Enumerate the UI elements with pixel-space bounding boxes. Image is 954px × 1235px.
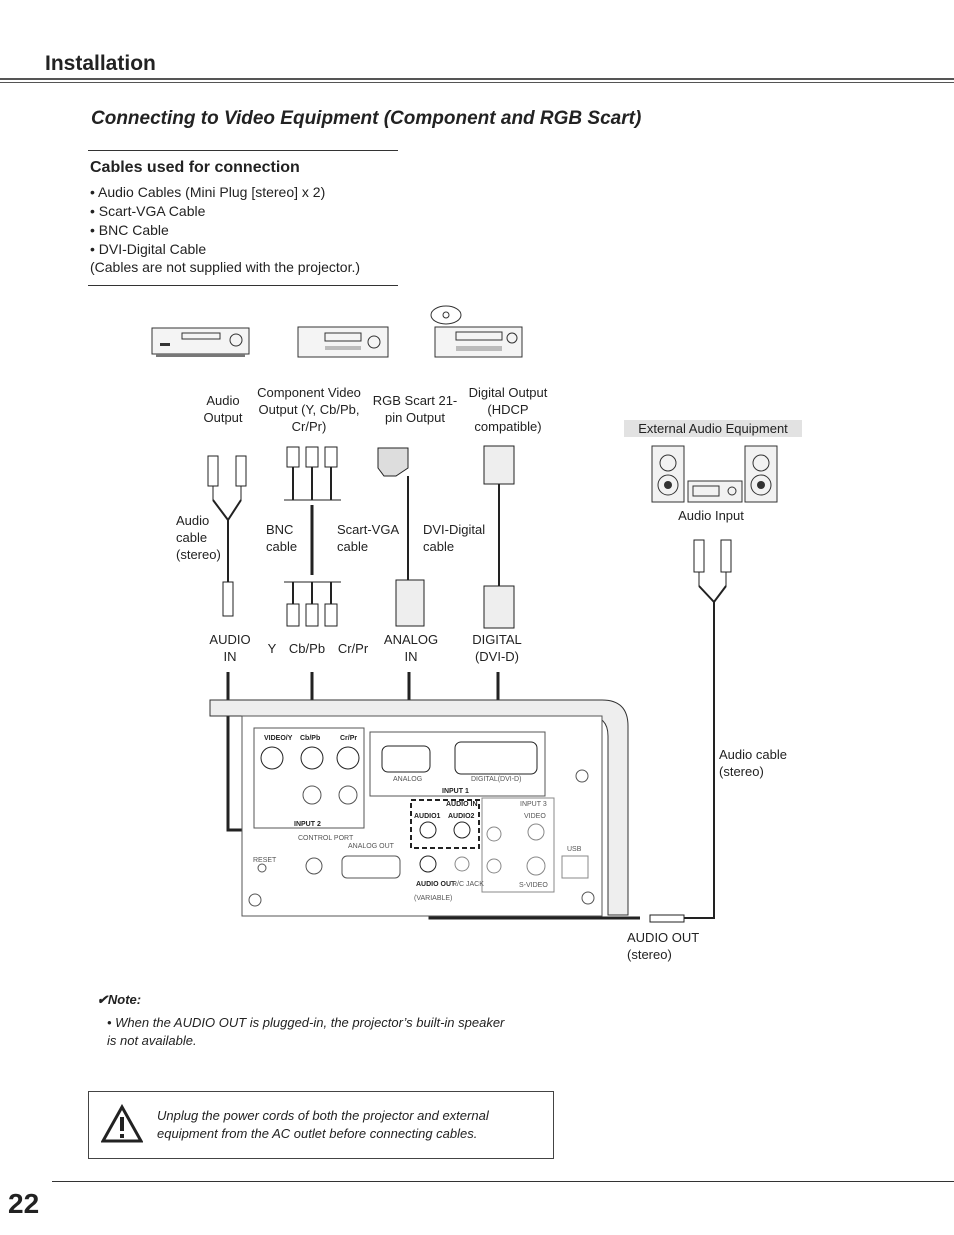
panel-label: Cr/Pr (340, 735, 357, 742)
panel-label: ANALOG OUT (348, 843, 395, 850)
audio-cable-right (649, 539, 732, 923)
cable-item: • DVI-Digital Cable (90, 241, 207, 257)
panel-label: AUDIO2 (448, 813, 475, 820)
page-number: 22 (8, 1188, 40, 1219)
component-video-equipment-icon (297, 326, 389, 358)
header-rule (0, 78, 954, 80)
cable-item: • Audio Cables (Mini Plug [stereo] x 2) (90, 184, 326, 200)
note-title: ✔Note: (97, 992, 142, 1007)
cables-title: Cables used for connection (90, 159, 300, 176)
header-rule-thin (0, 82, 954, 83)
panel-label: VIDEO/Y (264, 735, 293, 742)
panel-label: Cb/Pb (300, 735, 320, 742)
panel-label: INPUT 1 (442, 788, 469, 795)
digital-output-label: Digital Output (HDCP compatible) (468, 385, 548, 434)
cable-item: • Scart-VGA Cable (90, 203, 206, 219)
panel-label: INPUT 2 (294, 821, 321, 828)
speaker-right-icon (744, 445, 778, 503)
audio-in-label: AUDIO IN (209, 632, 251, 664)
cable-item: • BNC Cable (90, 222, 169, 238)
cables-box: Cables used for connection • Audio Cable… (88, 150, 398, 286)
panel-label: CONTROL PORT (298, 835, 354, 842)
projector-panel (209, 699, 629, 917)
panel-label: USB (567, 846, 582, 853)
audio-equipment-icon (151, 327, 250, 357)
cables-note: (Cables are not supplied with the projec… (90, 259, 361, 275)
dvd-player-icon (430, 305, 523, 358)
panel-label: S-VIDEO (519, 882, 548, 889)
panel-label: DIGITAL(DVI-D) (471, 776, 521, 783)
panel-label: ANALOG (393, 776, 422, 783)
component-video-output-label: Component Video Output (Y, Cb/Pb, Cr/Pr) (257, 385, 361, 434)
panel-label: R/C JACK (452, 881, 484, 888)
panel-label: RESET (253, 857, 277, 864)
panel-label: AUDIO IN (446, 801, 478, 808)
note-text: • When the AUDIO OUT is plugged-in, the … (107, 1015, 505, 1048)
audio-input-label: Audio Input (678, 508, 744, 523)
panel-label: INPUT 3 (520, 801, 547, 808)
warning-icon (101, 1104, 143, 1143)
panel-label: VIDEO (524, 813, 546, 820)
section-title: Installation (45, 52, 156, 75)
scart-vga-cable-label: Scart-VGA cable (337, 522, 399, 554)
digital-dvi-d-label: DIGITAL (DVI-D) (472, 632, 522, 664)
speaker-left-icon (651, 445, 685, 503)
audio-cable-left (207, 455, 247, 617)
warning-box: Unplug the power cords of both the proje… (88, 1091, 554, 1159)
dvi-digital-cable (483, 445, 515, 629)
external-audio-equipment-label: External Audio Equipment (624, 420, 802, 437)
page-heading: Connecting to Video Equipment (Component… (91, 108, 642, 129)
bnc-cable (284, 446, 341, 627)
audio-out-label: AUDIO OUT (stereo) (627, 930, 699, 962)
audio-cable-label: Audio cable (stereo) (176, 513, 221, 562)
analog-in-label: ANALOG IN (383, 632, 439, 664)
y-label: Y (267, 641, 277, 656)
warning-text: Unplug the power cords of both the proje… (157, 1108, 489, 1141)
panel-label: (VARIABLE) (414, 895, 452, 902)
scart-vga-cable (377, 447, 425, 627)
audio-output-label: Audio Output (203, 393, 243, 425)
panel-label: AUDIO OUT (416, 881, 456, 888)
audio-cable-right-label: Audio cable (stereo) (719, 747, 787, 779)
cables-list: • Audio Cables (Mini Plug [stereo] x 2) … (90, 183, 325, 259)
dvi-digital-cable-label: DVI-Digital cable (423, 522, 486, 554)
rgb-scart-output-label: RGB Scart 21-pin Output (372, 393, 458, 425)
bnc-cable-label: BNC cable (266, 522, 298, 554)
footer-rule (52, 1181, 954, 1182)
amplifier-icon (687, 480, 743, 503)
panel-label: AUDIO1 (414, 813, 441, 820)
cb-pb-label: Cb/Pb (288, 641, 326, 656)
cr-pr-label: Cr/Pr (337, 641, 369, 656)
